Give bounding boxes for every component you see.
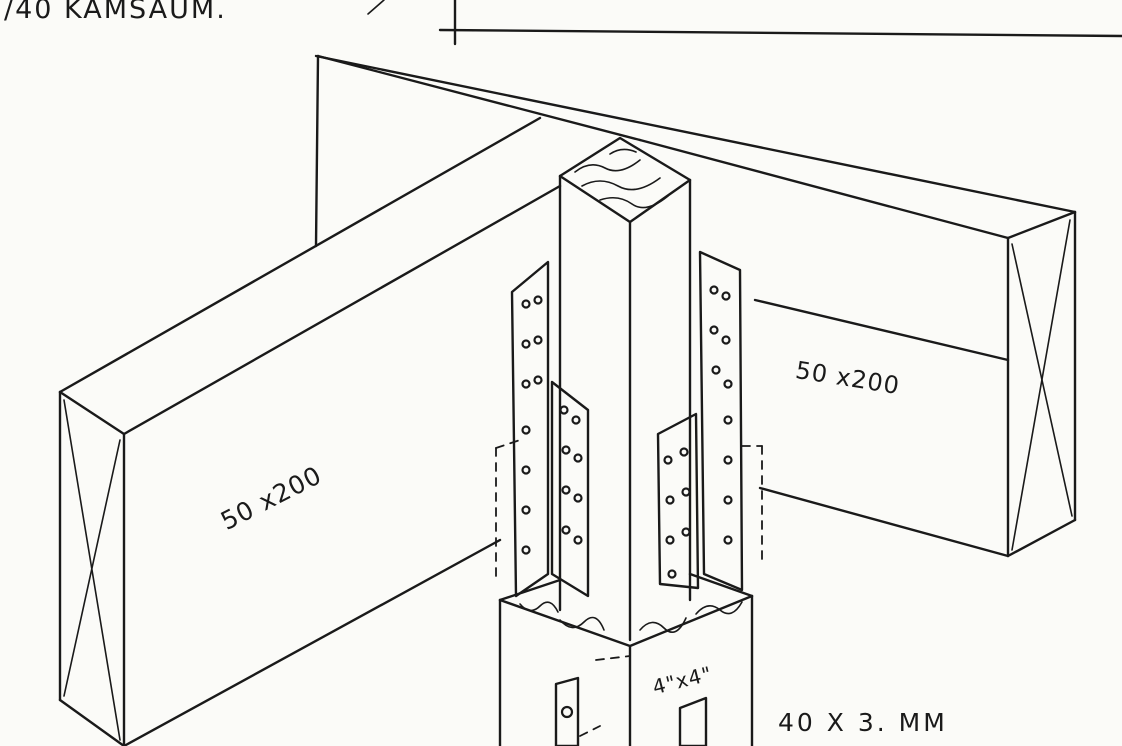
central-post bbox=[558, 136, 692, 642]
left-beam bbox=[58, 116, 562, 746]
steel-plate-left-front bbox=[550, 380, 590, 598]
hidden-lines bbox=[495, 439, 763, 737]
kamsaum-note: /40 KAMSAUM. bbox=[4, 0, 227, 25]
steel-plate-left-back bbox=[510, 260, 550, 598]
steel-plate-right-front bbox=[656, 412, 700, 590]
plate-size-label: 40 X 3. MM bbox=[778, 708, 948, 737]
lower-post bbox=[498, 572, 754, 746]
steel-plate-right-back bbox=[698, 250, 744, 592]
right-beam bbox=[314, 54, 1077, 558]
top-reference-line bbox=[367, 0, 1122, 46]
